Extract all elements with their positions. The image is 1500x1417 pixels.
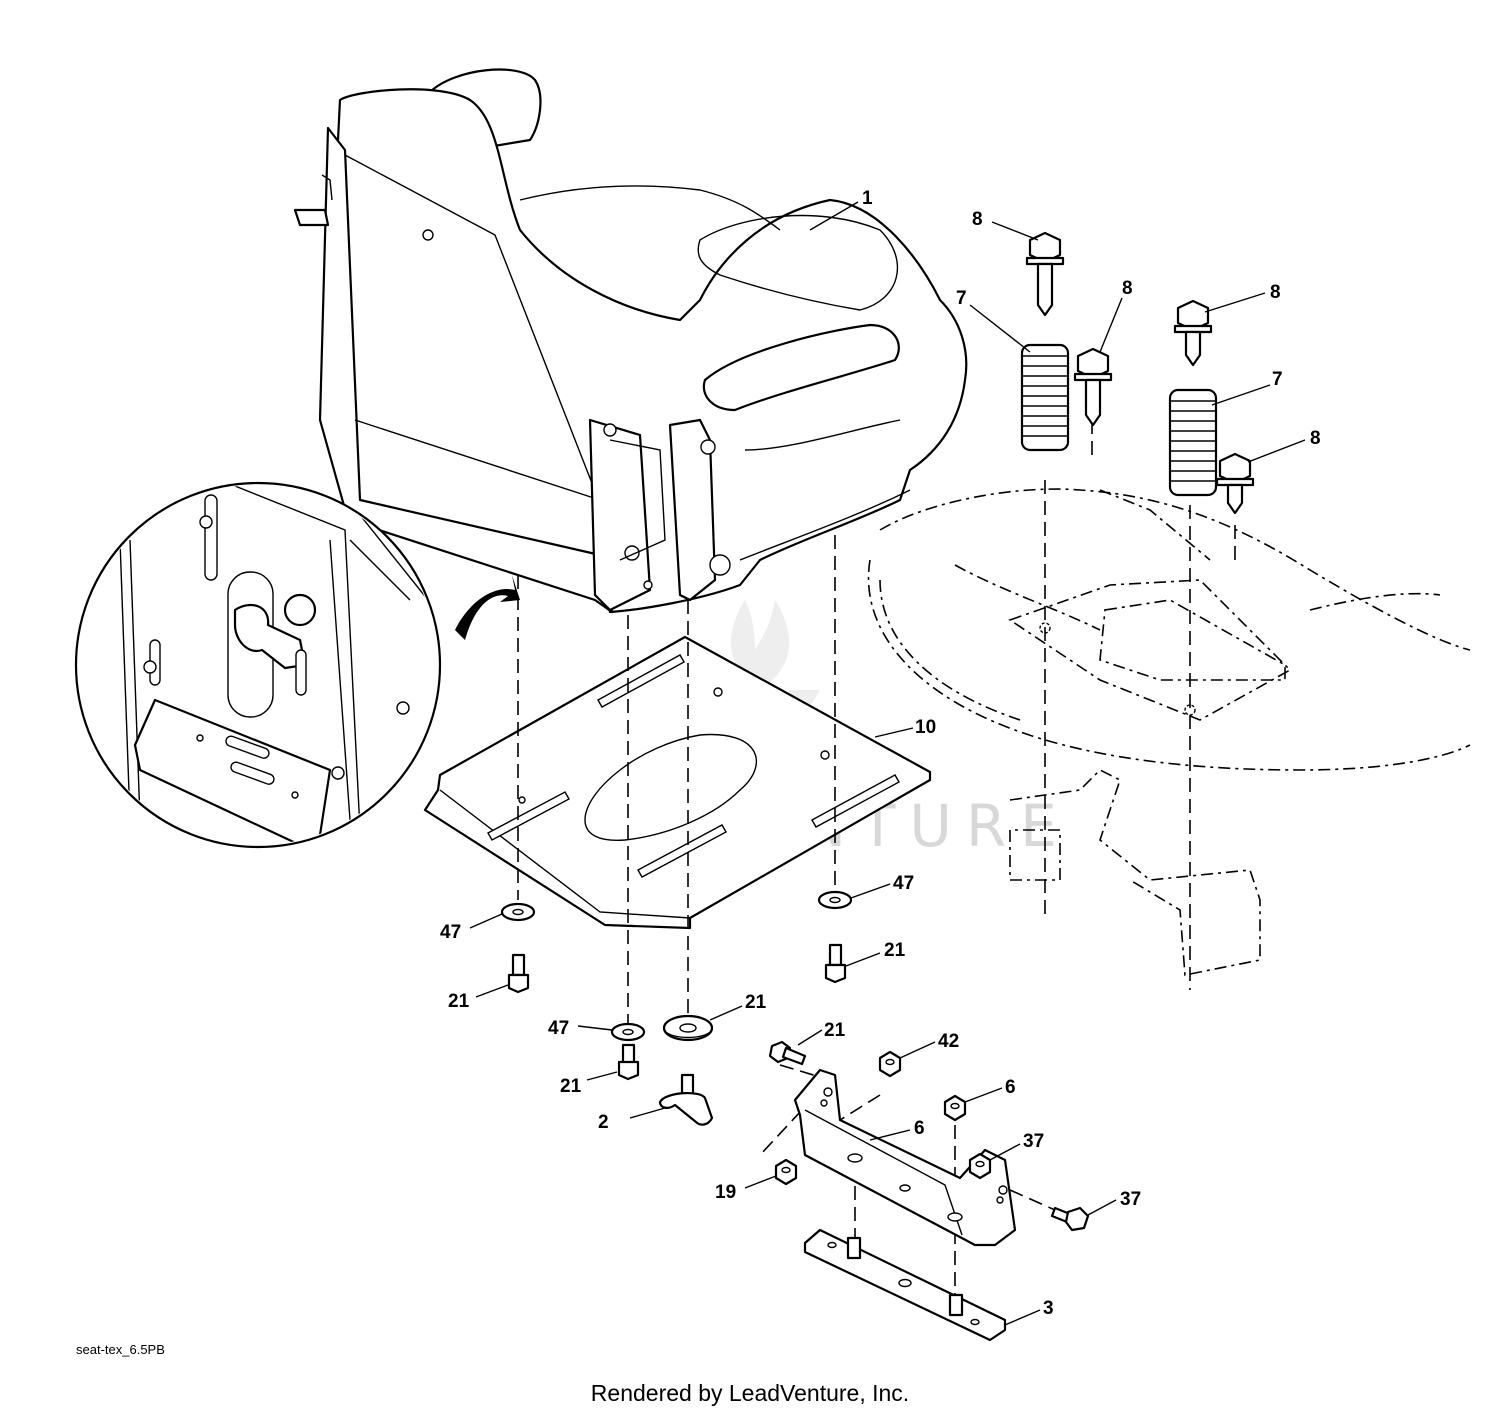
callout-label: 42 [938, 1031, 959, 1052]
detail-view [74, 481, 520, 849]
bolt-8-a [1025, 231, 1065, 317]
callout-label: 19 [715, 1182, 736, 1203]
callout-3: 3 [1004, 1298, 1054, 1326]
nut-6-a [878, 1050, 902, 1078]
callout-label: 10 [915, 717, 936, 738]
nut-6-b [943, 1094, 967, 1122]
callout-label: 21 [448, 991, 470, 1012]
bolt-8-d [1215, 452, 1255, 515]
callout-8-a: 8 [972, 209, 1039, 241]
callout-label: 21 [884, 940, 906, 961]
callout-37-left: 19 [715, 1175, 777, 1203]
rotation-arrow [455, 575, 520, 640]
callout-7-right: 7 [1211, 369, 1283, 406]
washer-47-left [500, 902, 536, 922]
callout-21-right: 21 [845, 940, 906, 967]
callout-47-center: 47 [548, 1018, 613, 1039]
bolt-21-bracket-top [768, 1040, 807, 1066]
washer-47-right [817, 890, 853, 910]
callout-8-b: 8 [1099, 278, 1133, 353]
washer-47-center [610, 1022, 646, 1042]
springs [1020, 343, 1218, 497]
callout-21-bracket-top: 21 [797, 1020, 846, 1046]
callout-label: 7 [1272, 369, 1283, 390]
drawing-code: seat-tex_6.5PB [76, 1342, 165, 1357]
callout-label: 3 [1043, 1298, 1054, 1319]
callout-2: 6 [869, 1118, 925, 1141]
callout-label: 21 [824, 1020, 846, 1041]
knob-19 [658, 1073, 714, 1126]
seat-plate [423, 635, 932, 930]
bracket-2 [793, 1068, 1017, 1247]
bolt-8-b [1073, 347, 1113, 427]
callout-label: 47 [548, 1018, 569, 1039]
bolt-21-bracket-right [1050, 1206, 1090, 1232]
bolt-8-c [1173, 299, 1213, 367]
callout-42: 21 [709, 992, 767, 1021]
callout-label: 1 [862, 188, 873, 209]
callout-label: 47 [440, 922, 461, 943]
callout-label: 6 [1005, 1077, 1016, 1098]
callout-47-left: 47 [440, 913, 503, 943]
callout-label: 37 [1023, 1131, 1044, 1152]
callout-47-right: 47 [850, 873, 914, 899]
nut-37-left [774, 1158, 798, 1186]
bolt-21-right [824, 943, 847, 984]
callout-label: 37 [1120, 1189, 1141, 1210]
callout-label: 8 [972, 209, 983, 230]
callout-8-d: 8 [1247, 428, 1321, 463]
bar-3 [803, 1228, 1007, 1342]
spring-right [1168, 388, 1218, 497]
callout-label: 47 [893, 873, 914, 894]
center-lines [517, 420, 1236, 1300]
bolt-21-center [617, 1043, 640, 1081]
callout-label: 6 [914, 1118, 925, 1139]
callout-label: 2 [598, 1112, 609, 1133]
callout-1: 1 [809, 188, 873, 231]
callout-37-right: 37 [989, 1131, 1044, 1161]
callout-6-b: 6 [964, 1077, 1016, 1103]
callout-21-left: 21 [448, 984, 509, 1012]
bolts-8 [1025, 231, 1255, 515]
callout-19: 2 [598, 1107, 666, 1133]
tractor-frame-outline [867, 488, 1471, 976]
callout-6-a: 42 [899, 1031, 959, 1059]
callout-7-left: 7 [956, 288, 1031, 353]
seat-assembly [293, 68, 968, 614]
callout-21-bracket-right: 37 [1087, 1189, 1141, 1216]
callout-label: 8 [1310, 428, 1321, 449]
callout-label: 8 [1270, 282, 1281, 303]
spring-left [1020, 343, 1070, 452]
callout-10: 10 [874, 717, 936, 738]
callout-8-c: 8 [1204, 282, 1281, 313]
bolt-21-left [507, 953, 530, 994]
callout-label: 7 [956, 288, 967, 309]
callout-21-center: 21 [560, 1071, 618, 1097]
washer-42 [662, 1014, 714, 1042]
callout-label: 21 [560, 1076, 582, 1097]
nut-37-right [968, 1152, 992, 1180]
callout-label: 21 [745, 992, 767, 1013]
callout-label: 8 [1122, 278, 1133, 299]
footer-credit: Rendered by LeadVenture, Inc. [590, 1380, 910, 1406]
